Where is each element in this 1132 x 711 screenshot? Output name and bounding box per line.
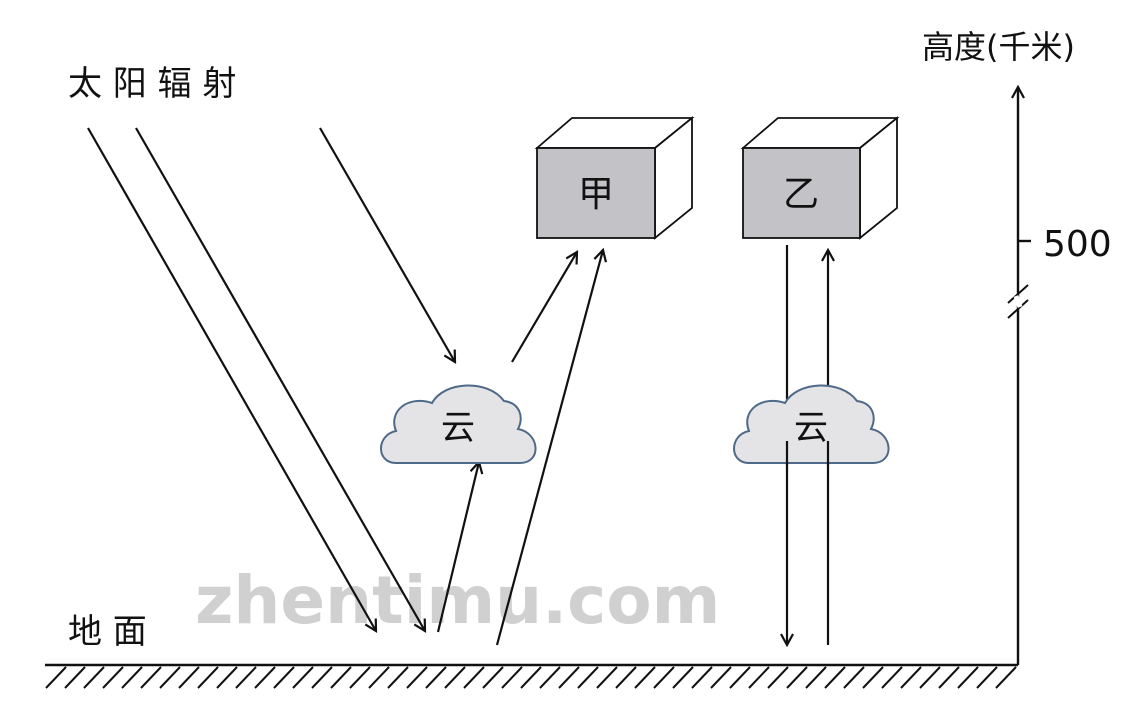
ground-hatch xyxy=(387,666,409,689)
ground-hatch xyxy=(178,666,200,689)
reflect-arrow xyxy=(495,250,603,646)
ground-hatch xyxy=(995,666,1017,689)
ground-hatch xyxy=(349,666,371,689)
ground-hatch xyxy=(520,666,542,689)
ground-hatch xyxy=(235,666,257,689)
ground-hatch xyxy=(805,666,827,689)
ground xyxy=(45,663,1018,689)
ray-arrow xyxy=(87,127,376,631)
ground-hatch xyxy=(292,666,314,689)
ground-hatch xyxy=(672,666,694,689)
ground-hatch xyxy=(539,666,561,689)
ground-hatch xyxy=(767,666,789,689)
cloud-right: 云 xyxy=(733,384,890,465)
ground-hatch xyxy=(482,666,504,689)
axis-label: 高度(千米) xyxy=(922,28,1075,66)
ground-hatch xyxy=(368,666,390,689)
ground-hatch xyxy=(425,666,447,689)
ground-label: 地 面 xyxy=(68,612,147,652)
ground-hatch xyxy=(311,666,333,689)
ground-hatch xyxy=(330,666,352,689)
ground-hatch xyxy=(653,666,675,689)
ground-hatch xyxy=(159,666,181,689)
ground-hatch xyxy=(83,666,105,689)
svg-text:乙: 乙 xyxy=(783,174,819,215)
ground-hatch xyxy=(881,666,903,689)
svg-text:云: 云 xyxy=(441,408,475,448)
ground-hatch xyxy=(216,666,238,689)
satellite-yi: 乙 xyxy=(740,116,900,240)
ground-hatch xyxy=(273,666,295,689)
height-axis xyxy=(1007,87,1031,665)
ground-hatch xyxy=(862,666,884,689)
ground-hatch xyxy=(444,666,466,689)
ground-hatch xyxy=(957,666,979,689)
ground-hatch xyxy=(710,666,732,689)
watermark: zhentimu.com xyxy=(195,562,720,639)
ground-hatch xyxy=(938,666,960,689)
ground-hatch xyxy=(102,666,124,689)
ground-hatch xyxy=(577,666,599,689)
axis-tick-label: 500 xyxy=(1043,224,1112,265)
ground-hatch xyxy=(64,666,86,689)
ground-hatch xyxy=(254,666,276,689)
ground-hatch xyxy=(748,666,770,689)
ground-hatch xyxy=(463,666,485,689)
solar-radiation-label: 太 阳 辐 射 xyxy=(68,64,236,104)
ray-arrow xyxy=(319,127,455,362)
ground-hatch xyxy=(197,666,219,689)
ground-hatch xyxy=(45,666,67,689)
ground-hatch xyxy=(634,666,656,689)
ground-hatch xyxy=(919,666,941,689)
ray-arrow xyxy=(135,127,425,631)
ground-hatch xyxy=(596,666,618,689)
ground-hatch xyxy=(824,666,846,689)
ground-hatch xyxy=(691,666,713,689)
ground-hatch xyxy=(140,666,162,689)
ground-hatch xyxy=(843,666,865,689)
reflect-arrow xyxy=(436,462,479,633)
svg-text:甲: 甲 xyxy=(578,174,614,215)
ground-hatch xyxy=(786,666,808,689)
reflect-arrow xyxy=(511,252,577,363)
ground-hatch xyxy=(729,666,751,689)
satellite-jia: 甲 xyxy=(534,116,695,240)
ground-hatch xyxy=(900,666,922,689)
ground-hatch xyxy=(121,666,143,689)
ground-hatch xyxy=(558,666,580,689)
ground-hatch xyxy=(976,666,998,689)
cloud-left: 云 xyxy=(380,384,537,464)
ground-hatch xyxy=(406,666,428,689)
ground-hatch xyxy=(615,666,637,689)
svg-text:云: 云 xyxy=(794,408,828,448)
ground-hatch xyxy=(501,666,523,689)
